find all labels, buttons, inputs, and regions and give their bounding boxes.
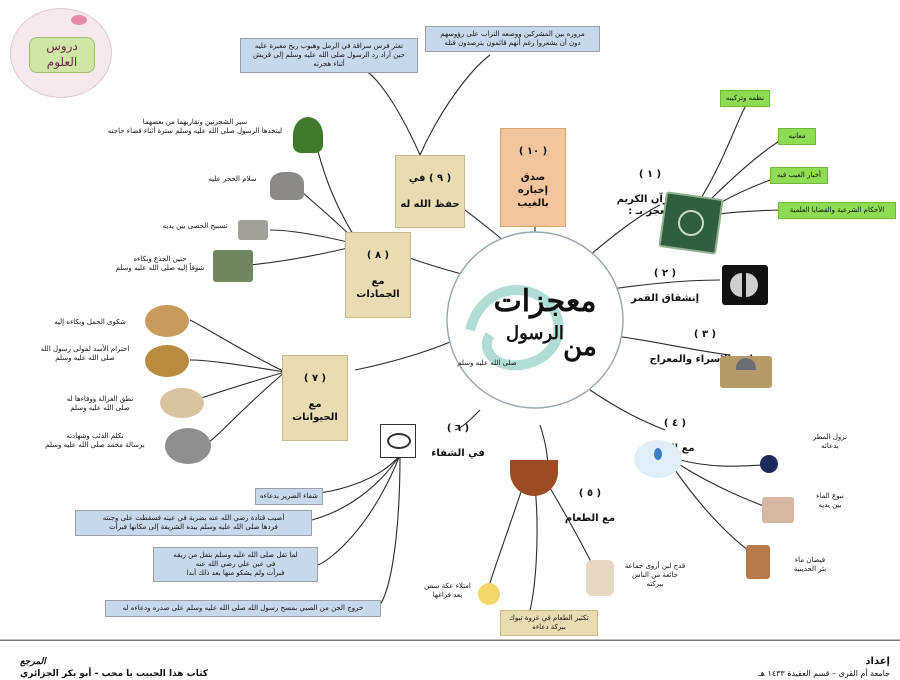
water-hands-image bbox=[762, 497, 794, 523]
tree-image bbox=[293, 117, 323, 153]
quran-book-icon bbox=[658, 191, 724, 255]
branch-unseen-label: صدق إخباره بالغيب bbox=[517, 172, 549, 209]
branch-moon-label: إنشقاق القمر bbox=[630, 292, 700, 304]
footer-reference-text: كتاب هذا الحبيب يا محب - أبو بكر الجزائر… bbox=[20, 668, 209, 679]
center-calligraphy-decoration bbox=[465, 285, 564, 371]
site-logo: دروس العلوم bbox=[10, 8, 112, 98]
butter-skin-image bbox=[478, 583, 500, 605]
lion-image bbox=[145, 345, 189, 377]
quran-item-2: معانيه bbox=[778, 128, 816, 146]
branch-moon-number: ( ٢ ) bbox=[653, 267, 677, 279]
healing-item-4: خروج الجن من الصبي بمسح رسول الله صلى ال… bbox=[105, 600, 381, 618]
gazelle-image bbox=[160, 388, 204, 418]
branch-inanimate-number: ( ٨ ) bbox=[366, 250, 390, 261]
stethoscope-icon bbox=[380, 424, 416, 458]
branch-inanimate: ( ٨ ) مع الجمادات bbox=[345, 232, 411, 318]
branch-healing-number: ( ٦ ) bbox=[446, 422, 470, 434]
branch-water-number: ( ٤ ) bbox=[663, 417, 687, 429]
food-item-3: امتلاء عكة سمن بعد فراغها bbox=[424, 582, 471, 599]
center-subtitle: الرسول bbox=[500, 300, 570, 345]
center-prefix-text: من bbox=[563, 331, 597, 362]
logo-line-1: دروس bbox=[46, 39, 78, 53]
healing-item-3: لما تفل صلى الله عليه وسلم بتفل من ريقه … bbox=[153, 547, 318, 583]
logo-line-2: العلوم bbox=[46, 55, 78, 69]
water-drop-image bbox=[634, 440, 682, 478]
branch-protection: ( ٩ ) في حفظ الله له bbox=[395, 155, 465, 228]
footer-prepared-by: إعداد جامعة أم القرى – قسم العقيدة ١٤٣٣ … bbox=[700, 646, 890, 679]
footer-prepared-text: جامعة أم القرى – قسم العقيدة ١٤٣٣ هـ bbox=[758, 668, 890, 678]
protection-item-2: مروره بين المشركين ووضعه التراب على رؤوس… bbox=[425, 26, 600, 53]
food-item-2: تكثير الطعام في غزوة تبوك ببركة دعاءه bbox=[500, 610, 598, 637]
branch-animals-number: ( ٧ ) bbox=[303, 373, 327, 384]
quran-item-3: أخبار الغيب فيه bbox=[770, 167, 828, 185]
branch-unseen-number: ( ١٠ ) bbox=[518, 146, 548, 157]
flower-icon bbox=[71, 15, 87, 25]
center-title: معجزات bbox=[490, 245, 600, 320]
quran-item-1: نظمه وتركيبه bbox=[720, 90, 770, 108]
inanimate-item-1: سير الشجرتين وتقاربهما من بعضهما ليتخذها… bbox=[107, 118, 283, 135]
center-circle bbox=[446, 231, 624, 409]
branch-unseen: ( ١٠ ) صدق إخباره بالغيب bbox=[500, 128, 566, 227]
branch-healing: ( ٦ ) في الشفاء bbox=[428, 410, 488, 473]
center-honorific-text: صلى الله عليه وسلم bbox=[457, 358, 517, 367]
healing-item-1: شفاء الضرير بدعاءه bbox=[255, 488, 323, 506]
center-title-text: معجزات bbox=[493, 283, 597, 319]
center-prefix: من bbox=[560, 298, 600, 363]
inanimate-item-2: سلام الحجر عليه bbox=[208, 175, 257, 183]
stone-image bbox=[270, 172, 304, 200]
branch-isra-number: ( ٣ ) bbox=[693, 328, 717, 340]
wolf-image bbox=[165, 428, 211, 464]
healing-item-2: أصيب قتادة رضي الله عنه بضربة في عينه فس… bbox=[75, 510, 312, 537]
branch-food-number: ( ٥ ) bbox=[578, 487, 602, 499]
water-item-3: فيضان ماء بئر الحديبية bbox=[793, 556, 827, 573]
animal-item-1: شكوى الجمل وبكاءه إليه bbox=[54, 318, 126, 326]
quran-item-4: الأحكام الشرعية والقضايا العلمية bbox=[778, 202, 896, 220]
milk-cup-image bbox=[586, 560, 614, 596]
branch-healing-label: في الشفاء bbox=[431, 447, 485, 459]
animal-item-4: تكلم الذئب وشهادته برسالة محمد صلى الله … bbox=[45, 432, 145, 449]
protection-item-1: تعثر فرس سراقة في الرمل وهبوب ريح مغبرة … bbox=[240, 38, 418, 74]
footer-bar: المرجع كتاب هذا الحبيب يا محب - أبو بكر … bbox=[0, 640, 900, 679]
animal-item-3: نطق الغزالة ووفاءها له صلى الله عليه وسل… bbox=[66, 395, 134, 412]
branch-animals-label: مع الحيوانات bbox=[292, 399, 338, 423]
branch-food: ( ٥ ) مع الطعام bbox=[555, 475, 625, 538]
footer-reference-tag: المرجع bbox=[20, 657, 46, 668]
branch-food-label: مع الطعام bbox=[564, 512, 616, 524]
food-item-1: قدح لبن أروى جماعة جائعة من الناس ببركته bbox=[624, 562, 686, 588]
water-item-1: نزول المطر بدعائه bbox=[812, 433, 848, 450]
branch-protection-number: ( ٩ ) في bbox=[408, 173, 452, 184]
animal-item-2: احترام الأسد لمولى رسول الله صلى الله عل… bbox=[40, 345, 130, 362]
center-honorific: صلى الله عليه وسلم bbox=[452, 350, 522, 368]
branch-inanimate-label: مع الجمادات bbox=[356, 276, 400, 300]
branch-protection-label: حفظ الله له bbox=[400, 199, 460, 210]
pebbles-image bbox=[238, 220, 268, 240]
branch-quran-number: ( ١ ) bbox=[638, 168, 662, 180]
rain-moon-image bbox=[760, 455, 778, 473]
center-subtitle-text: الرسول bbox=[506, 322, 564, 344]
split-moon-image bbox=[722, 265, 768, 305]
well-image bbox=[746, 545, 770, 579]
palm-trunk-image bbox=[213, 250, 253, 282]
footer-prepared-tag: إعداد bbox=[865, 656, 890, 667]
aqsa-mosque-image bbox=[720, 356, 772, 388]
inanimate-item-3: تسبيح الحصى بين يديه bbox=[162, 222, 228, 230]
branch-moon: ( ٢ ) إنشقاق القمر bbox=[615, 255, 715, 318]
camel-image bbox=[145, 305, 189, 337]
water-item-2: نبوع الماء بين يديه bbox=[816, 492, 844, 509]
branch-animals: ( ٧ ) مع الحيوانات bbox=[282, 355, 348, 441]
inanimate-item-4: حنين الجذع وبكاءه شوقاً إليه صلى الله عل… bbox=[115, 255, 205, 272]
